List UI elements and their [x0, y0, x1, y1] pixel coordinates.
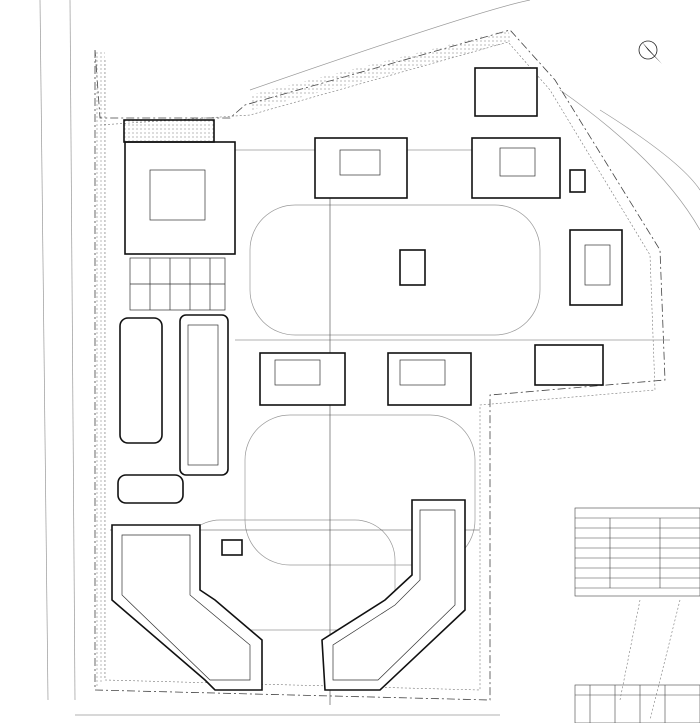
building-small-west — [117, 474, 184, 504]
building-dorm-east — [321, 499, 466, 691]
kiosk — [399, 249, 426, 286]
building-east-1 — [569, 229, 623, 306]
building-north-2 — [471, 137, 561, 199]
buildings — [111, 67, 623, 691]
building-north-1 — [314, 137, 408, 199]
kiosk-2 — [221, 539, 243, 556]
building-west-2 — [179, 314, 229, 476]
building-east-2 — [534, 344, 604, 386]
data-table — [574, 507, 700, 723]
building-sports-hall — [124, 141, 236, 255]
building-small-north — [569, 169, 586, 193]
building-dorm-west — [111, 524, 263, 691]
building-west-1 — [119, 317, 163, 444]
outer-roads — [39, 0, 700, 716]
setback-line — [99, 41, 656, 691]
north-arrow-icon — [638, 40, 662, 64]
building-central-2 — [387, 352, 472, 406]
building-central-1 — [259, 352, 346, 406]
building-north-3 — [474, 67, 538, 117]
